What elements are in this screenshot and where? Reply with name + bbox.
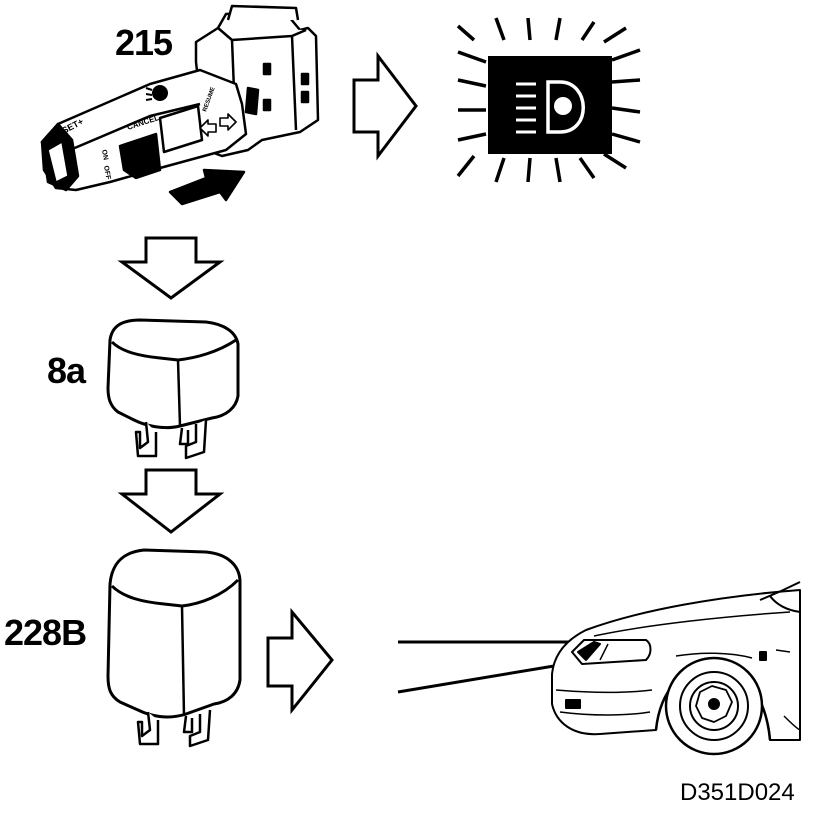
arrow-right-icon [352, 51, 418, 161]
relay-icon [106, 318, 240, 460]
lamp-icon [145, 85, 168, 101]
cruise-control-stalk-switch-icon [40, 4, 320, 206]
arrow-right-icon [266, 607, 334, 715]
relay-8a-label: 8a [47, 350, 86, 391]
switch-number-label: 215 [115, 22, 173, 63]
figure-code: D351D024 [680, 779, 795, 806]
arrow-down-icon [117, 236, 225, 300]
relay-228b-label: 228B [4, 612, 87, 653]
car-front-icon [551, 581, 801, 756]
arrow-down-icon [117, 468, 225, 534]
marking-off: OFF [102, 165, 111, 181]
headlight-symbol-icon [456, 17, 641, 183]
relay-icon [106, 548, 242, 748]
light-beam-lines [397, 640, 586, 694]
marking-on: ON [100, 149, 109, 161]
